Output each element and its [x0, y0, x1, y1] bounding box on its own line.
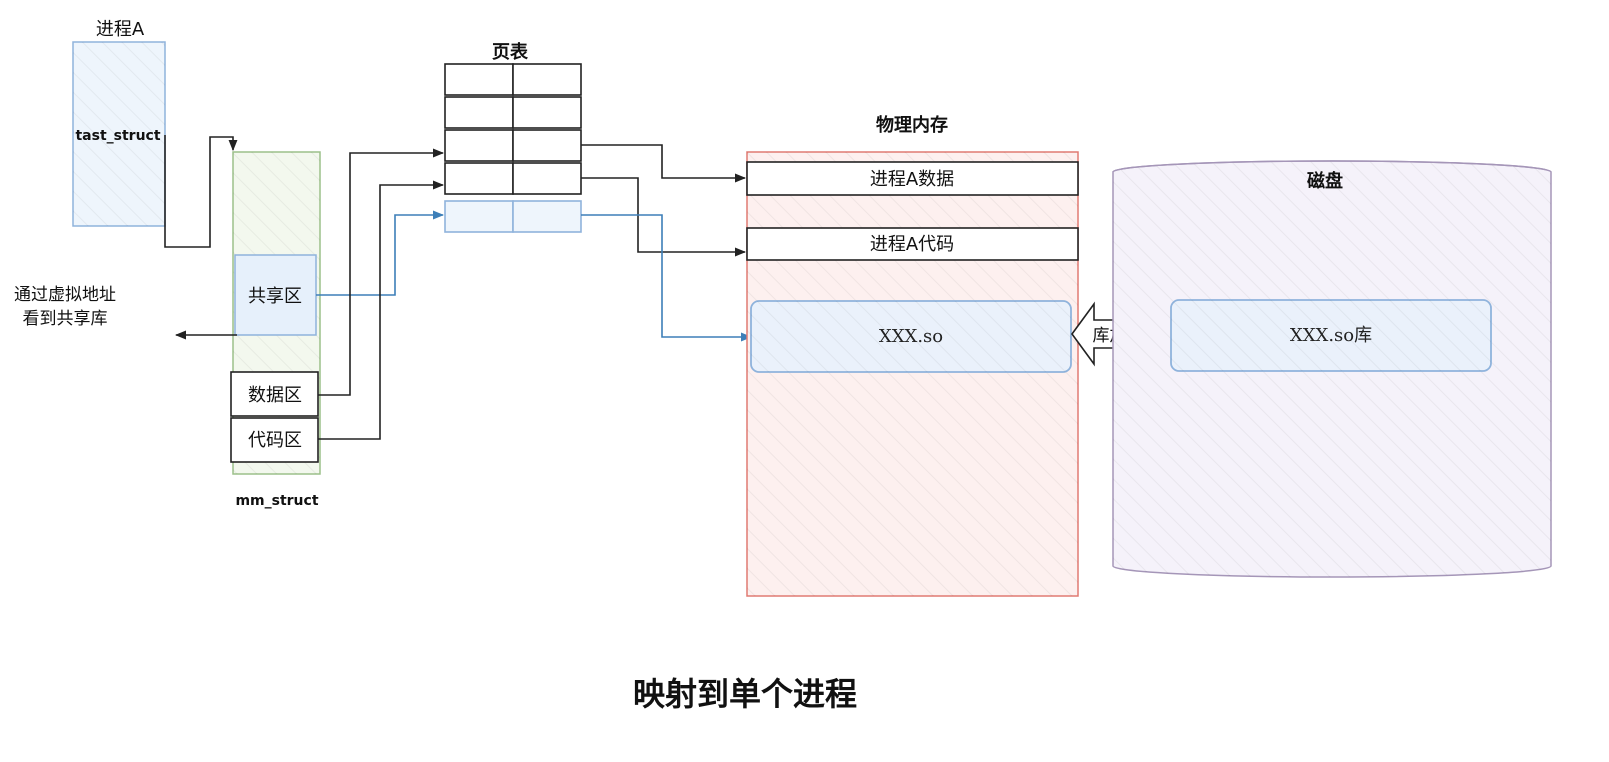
disk-library-block	[1170, 299, 1492, 372]
process-data-label: 进程A数据	[870, 169, 954, 190]
data-to-pagetable-connector	[318, 148, 445, 396]
page-table-row	[444, 63, 582, 96]
diagram-caption: 映射到单个进程	[633, 675, 857, 713]
disk-library-label: XXX.so库	[1290, 325, 1372, 346]
task-struct-label: tast_struct	[75, 128, 160, 144]
page-table-row	[444, 129, 582, 162]
so-block-label: XXX.so	[879, 326, 943, 347]
physical-memory-title: 物理内存	[876, 114, 948, 136]
shared-to-pagetable-connector	[316, 210, 445, 296]
process-title: 进程A	[96, 19, 145, 40]
code-region	[230, 417, 319, 463]
page-table	[444, 63, 582, 233]
page-table-title: 页表	[492, 41, 529, 63]
pagetable-to-data-connector	[581, 144, 747, 183]
page-table-row-shared	[444, 200, 582, 233]
task-to-mm-connector	[164, 135, 238, 248]
so-block	[750, 300, 1072, 373]
mm-struct-label: mm_struct	[235, 493, 318, 509]
data-region	[230, 371, 319, 417]
page-table-row	[444, 96, 582, 129]
process-box	[72, 41, 166, 227]
process-data-block	[746, 161, 1079, 196]
process-code-label: 进程A代码	[870, 234, 954, 255]
left-note-line2: 看到共享库	[23, 309, 108, 329]
disk-title: 磁盘	[1307, 170, 1343, 192]
code-to-pagetable-connector	[318, 180, 445, 440]
data-region-label: 数据区	[248, 385, 302, 406]
left-note-line1: 通过虚拟地址	[14, 285, 116, 305]
pagetable-to-so-connector	[581, 214, 753, 342]
page-table-row	[444, 162, 582, 195]
code-region-label: 代码区	[248, 430, 302, 451]
process-code-block	[746, 227, 1079, 261]
physical-memory-box	[746, 151, 1079, 597]
shared-region-label: 共享区	[248, 286, 302, 307]
